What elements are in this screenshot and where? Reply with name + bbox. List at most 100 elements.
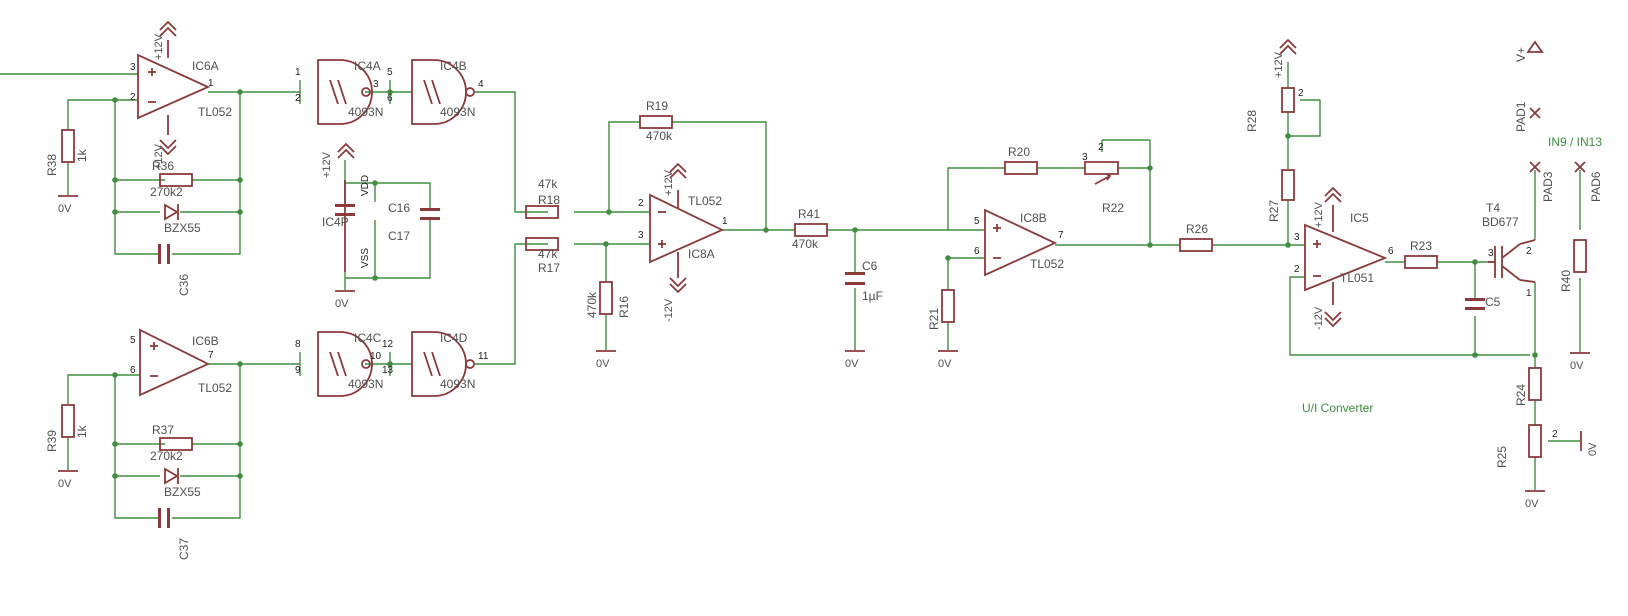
pin-number: 3 (1488, 248, 1494, 259)
pin-number: 12 (382, 339, 394, 350)
label-vss: VSS (360, 248, 371, 268)
label-r27: R27 (1267, 200, 1281, 222)
label-gnd-ic4p: 0V (335, 298, 349, 310)
label-r37-value: 270k2 (150, 449, 183, 463)
pin-number: 2 (130, 92, 136, 103)
label-r20: R20 (1008, 145, 1030, 159)
label-gnd-r25: 0V (1525, 498, 1539, 510)
label-ic4a-type: 4093N (348, 105, 383, 119)
label-r18: R18 (538, 193, 560, 207)
transistor-t4 (1488, 239, 1536, 283)
label-ic4p: IC4P (322, 215, 349, 229)
pin-number: 2 (1552, 429, 1558, 440)
label-ic4b-type: 4093N (440, 105, 475, 119)
wires (0, 62, 1581, 519)
pin-number: 4 (478, 79, 484, 90)
opamp-ic8a (649, 190, 725, 278)
pin-number: 6 (974, 246, 980, 257)
component-names: IC6A TL052 IC6B TL052 IC4A 4093N IC4B 40… (150, 59, 1602, 499)
pin-number: 8 (295, 339, 301, 350)
pin-number: 5 (130, 335, 136, 346)
pin-number: 2 (295, 93, 301, 104)
pin-number: 6 (387, 93, 393, 104)
label-r28: R28 (1245, 110, 1259, 132)
label-c37: C37 (177, 538, 191, 560)
label-gnd-r40: 0V (1570, 360, 1584, 372)
label-ic4a: IC4A (354, 59, 381, 73)
label-gnd-r39: 0V (58, 478, 72, 490)
nand-ic4b (411, 59, 475, 125)
junctions (112, 89, 1538, 479)
label-r16-value: 470k (585, 291, 599, 318)
label-r36-value: 270k2 (150, 185, 183, 199)
label-t4: T4 (1486, 201, 1500, 215)
label-in9-in13: IN9 / IN13 (1548, 135, 1602, 149)
pin-number: 3 (130, 62, 136, 73)
resistors-vertical (61, 87, 1587, 458)
pin-number: 1 (1526, 288, 1532, 299)
label-vdd: VDD (360, 175, 371, 196)
opamp-ic8b (984, 208, 1058, 277)
pin-number: 2 (1526, 246, 1532, 257)
label-r19-value: 470k (646, 129, 673, 143)
nand-ic4c (317, 331, 373, 397)
ground-labels: 0V 0V 0V 0V 0V 0V 0V 0V (58, 203, 1584, 510)
label-ic5: IC5 (1350, 211, 1369, 225)
label-vplus: V+ (1514, 47, 1528, 62)
pin-number: 1 (295, 67, 301, 78)
capacitors (158, 204, 1485, 528)
label-ui-converter: U/I Converter (1302, 401, 1373, 415)
label-ic6b-type: TL052 (198, 381, 232, 395)
label-ic8a: IC8A (688, 247, 715, 261)
label-ic8a-type: TL052 (688, 194, 722, 208)
pin-number: 1 (722, 216, 728, 227)
pin-number: 3 (638, 230, 644, 241)
label-r39-value: 1k (75, 424, 89, 438)
label-ic6a-neg-supply: +12V (153, 143, 165, 170)
label-r37: R37 (152, 423, 174, 437)
pin-number: 7 (208, 350, 214, 361)
pin-number: 5 (974, 216, 980, 227)
label-ic8a-pos-supply: +12V (663, 169, 675, 196)
label-r39: R39 (45, 430, 59, 452)
label-c5: C5 (1485, 295, 1501, 309)
zener-diodes (164, 203, 179, 485)
label-r41-value: 470k (792, 237, 819, 251)
opamp-ic6b (139, 328, 211, 397)
label-ic4p-supply: +12V (321, 151, 333, 178)
label-c6: C6 (862, 259, 878, 273)
label-r26: R26 (1186, 222, 1208, 236)
label-ic8b-type: TL052 (1030, 257, 1064, 271)
label-ic5-neg-supply: -12V (1313, 306, 1325, 330)
label-c36: C36 (177, 274, 191, 296)
label-r40: R40 (1559, 270, 1573, 292)
pin-number: 2 (638, 198, 644, 209)
opamp-ic6a (137, 40, 211, 135)
label-gnd-r21: 0V (938, 358, 952, 370)
pin-number: 2 (1098, 142, 1104, 153)
label-ic8b: IC8B (1020, 211, 1047, 225)
label-r25-ground: 0V (1587, 442, 1599, 456)
label-t4-type: BD677 (1482, 215, 1519, 229)
label-r22: R22 (1102, 201, 1124, 215)
ground-symbols (58, 195, 1590, 492)
pin-number: 3 (1294, 232, 1300, 243)
label-r19: R19 (646, 99, 668, 113)
label-gnd-r16: 0V (596, 358, 610, 370)
label-r23: R23 (1410, 239, 1432, 253)
pin-number: 6 (130, 365, 136, 376)
pin-number: 3 (373, 79, 379, 90)
nand-ic4a (317, 59, 373, 125)
label-c6-value: 1µF (862, 289, 883, 303)
pin-numbers: 3 2 1 5 6 7 1 2 3 5 6 4 8 9 10 12 13 11 … (130, 62, 1558, 440)
label-ic5-pos-supply: +12V (1313, 201, 1325, 228)
pin-number: 6 (1388, 246, 1394, 257)
label-d-bzx55-a: BZX55 (164, 221, 201, 235)
label-r17-value: 47k (538, 247, 558, 261)
label-ic5-type: TL051 (1340, 271, 1374, 285)
label-ic4d-type: 4093N (440, 377, 475, 391)
label-c17: C17 (388, 229, 410, 243)
label-gnd-c6: 0V (845, 358, 859, 370)
opamp-ic5 (1304, 205, 1388, 305)
